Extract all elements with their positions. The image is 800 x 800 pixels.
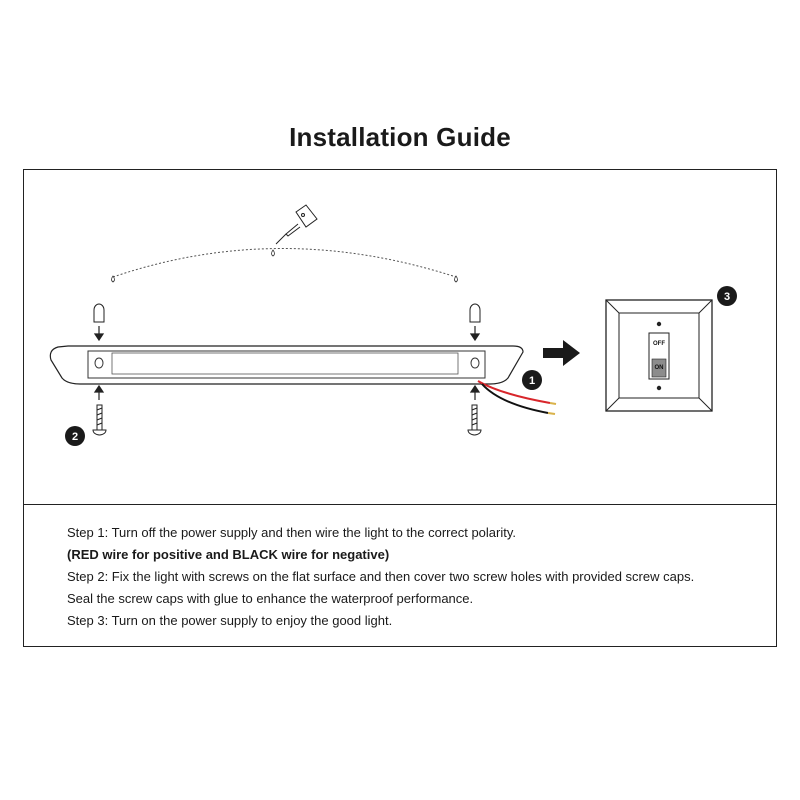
step-badge-3: 3 — [717, 286, 737, 306]
badge-1-label: 1 — [529, 375, 535, 387]
power-wires — [477, 380, 557, 415]
step-1-note: (RED wire for positive and BLACK wire fo… — [67, 547, 390, 562]
step-badge-1: 1 — [522, 370, 542, 390]
screw-icon — [92, 404, 482, 436]
arrow-down-icon — [93, 326, 481, 342]
switch-on-label: ON — [655, 365, 664, 371]
step-2-note: Seal the screw caps with glue to enhance… — [67, 591, 474, 606]
glue-path-arc — [112, 248, 457, 278]
step-3-text: Step 3: Turn on the power supply to enjo… — [67, 613, 393, 628]
page-title: Installation Guide — [289, 122, 511, 152]
step-badge-2: 2 — [65, 426, 85, 446]
screw-cap-icon — [93, 303, 481, 323]
glue-drop-icon — [111, 249, 458, 283]
arrow-right-icon — [543, 340, 580, 366]
switch-off-label: OFF — [653, 341, 665, 347]
badge-3-label: 3 — [724, 291, 730, 303]
instruction-steps: Step 1: Turn off the power supply and th… — [67, 522, 767, 632]
frame-divider — [23, 504, 777, 505]
step-1-text: Step 1: Turn off the power supply and th… — [67, 525, 516, 540]
glue-tube-icon — [275, 204, 318, 245]
diagram-frame — [23, 169, 777, 647]
badge-2-label: 2 — [72, 431, 78, 443]
led-light-bar — [49, 345, 524, 385]
wall-switch: OFF ON — [605, 299, 713, 412]
step-2-text: Step 2: Fix the light with screws on the… — [67, 569, 695, 584]
arrow-up-icon — [93, 384, 481, 400]
